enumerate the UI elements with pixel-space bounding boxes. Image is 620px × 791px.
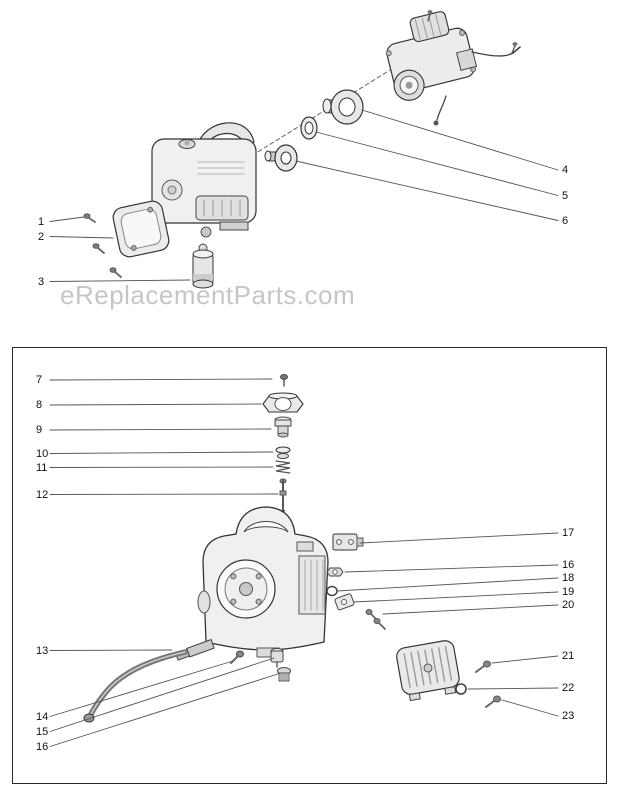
screw-part-7: [280, 374, 288, 387]
callout-12: 12: [36, 489, 49, 501]
callout-20: 20: [562, 599, 575, 611]
callout-21: 21: [562, 650, 575, 662]
callout-6: 6: [562, 215, 569, 227]
cover-screw-a: [92, 243, 105, 254]
lower-exploded-view: [49, 374, 559, 747]
callout-18: 18: [562, 572, 575, 584]
callout-7: 7: [36, 374, 43, 386]
hex-cap-part-8: [262, 392, 304, 413]
o-ring-part-22: [455, 683, 467, 695]
callout-2: 2: [38, 231, 45, 243]
switch-bracket-part-17: [332, 533, 364, 551]
watermark: eReplacementParts.com: [60, 280, 356, 310]
callout-23: 23: [562, 710, 575, 722]
seat-washer-part-10: [275, 446, 291, 459]
upper-leader-lines: [49, 109, 559, 282]
callout-9: 9: [36, 424, 43, 436]
screw-side: [511, 42, 518, 54]
pump-housing: [197, 506, 329, 658]
screw-part-14: [230, 650, 244, 664]
callout-4: 4: [562, 164, 569, 176]
callout-19: 19: [562, 586, 575, 598]
callout-3: 3: [38, 276, 45, 288]
gearbox-assembly: [385, 10, 521, 126]
callout-11: 11: [36, 462, 48, 474]
cover-screw-b: [109, 267, 122, 278]
upper-exploded-view: [49, 10, 559, 289]
callout-17: 17: [562, 527, 575, 539]
finned-cover-part: [396, 640, 460, 702]
screw-part-1: [83, 213, 96, 223]
callout-16-right: 16: [562, 559, 575, 571]
clutch-drum-part: [322, 89, 364, 125]
lower-leader-lines: [49, 378, 559, 747]
callout-22: 22: [562, 682, 575, 694]
screw-top: [427, 10, 433, 22]
callout-15: 15: [36, 726, 49, 738]
callout-13: 13: [36, 645, 49, 657]
hex-nut-part-16: [326, 567, 344, 577]
starter-cup-part: [192, 243, 214, 289]
callout-16: 16: [36, 741, 49, 753]
screw-part-23: [485, 695, 501, 708]
lower-diagram-panel: [12, 347, 607, 784]
screws-part-20: [365, 609, 386, 630]
callout-8: 8: [36, 399, 43, 411]
washer-part: [300, 116, 318, 140]
spring-part-11: [275, 460, 291, 474]
cover-plate-part: [112, 200, 170, 258]
engine-assembly: [151, 122, 257, 238]
outlet-valve-part-15: [270, 648, 284, 668]
callout-10: 10: [36, 448, 49, 460]
o-ring-part-18: [326, 585, 338, 597]
callout-14: 14: [36, 711, 49, 723]
pressure-hose-part-13: [83, 638, 215, 723]
plate-part-19: [334, 593, 355, 611]
screw-part-21: [475, 660, 491, 673]
callout-5: 5: [562, 190, 569, 202]
valve-part-9: [274, 416, 292, 438]
rotor-part: [264, 144, 298, 172]
callout-1: 1: [38, 216, 45, 228]
fitting-part-16: [277, 667, 291, 682]
